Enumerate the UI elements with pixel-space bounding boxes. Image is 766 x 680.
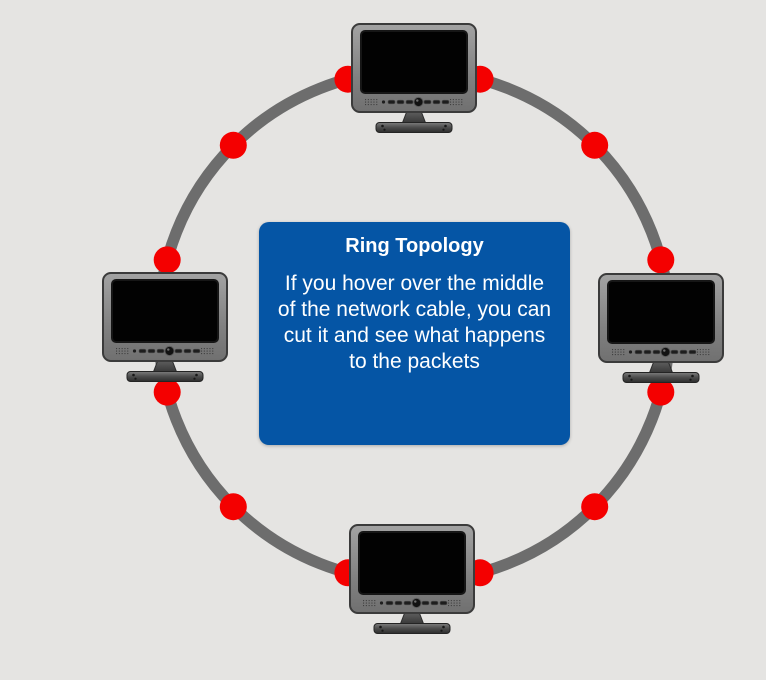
packet-dot (219, 131, 247, 159)
computer-icon (349, 524, 475, 634)
panel-title: Ring Topology (345, 235, 484, 257)
panel-body-line: to the packets (349, 350, 480, 373)
computer-node-bottom (349, 524, 475, 634)
computer-icon (351, 23, 477, 133)
computer-node-right (598, 273, 724, 383)
packet-dot (219, 493, 247, 521)
info-panel: Ring Topology If you hover over the midd… (259, 222, 570, 445)
panel-body-line: cut it and see what happens (283, 324, 546, 347)
computer-node-left (102, 272, 228, 382)
panel-body-line: of the network cable, you can (277, 298, 552, 321)
packet-dot (581, 493, 609, 521)
panel-body-line: If you hover over the middle (284, 272, 545, 295)
panel-body: If you hover over the middle of the netw… (261, 271, 568, 375)
packet-dot (581, 131, 609, 159)
computer-icon (102, 272, 228, 382)
packet-dot (647, 246, 675, 274)
computer-node-top (351, 23, 477, 133)
computer-icon (598, 273, 724, 383)
packet-dot (153, 246, 181, 274)
packet-dot (153, 378, 181, 406)
packet-dot (647, 378, 675, 406)
